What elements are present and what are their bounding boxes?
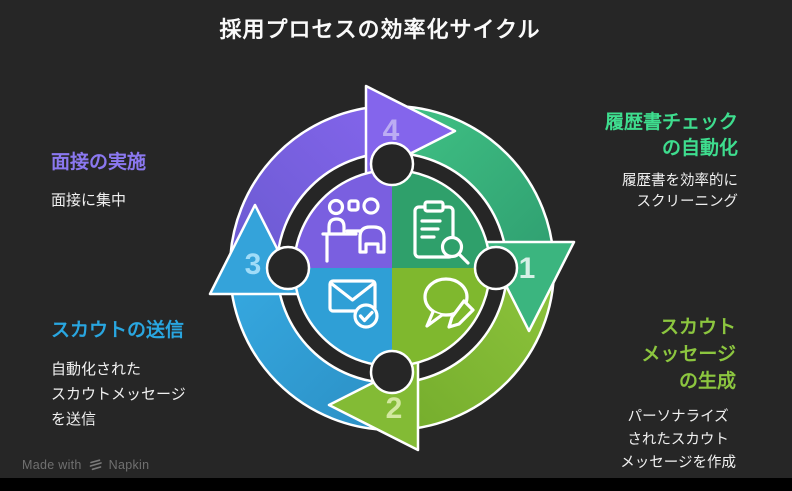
cycle-ring [228, 104, 556, 432]
step-desc-resume-check: 履歴書を効率的に スクリーニング [622, 173, 738, 210]
step-number-3: 3 [245, 248, 262, 281]
step-label-message-gen: スカウト メッセージ の生成 パーソナライズ されたスカウト メッセージを作成 [620, 314, 736, 475]
brand-text: Napkin [108, 457, 150, 472]
step-title-resume-check: 履歴書チェック の自動化 [604, 112, 738, 159]
step-number-2: 2 [386, 392, 403, 425]
chat-pencil-icon [423, 277, 475, 329]
quadrant-scout-send [294, 268, 392, 366]
bottom-bar [0, 478, 792, 491]
cycle-step-numbers: 4 1 2 3 [245, 114, 536, 425]
step-title-message-gen: スカウト メッセージ の生成 [641, 317, 736, 392]
step-number-4: 4 [383, 114, 400, 147]
step-label-resume-check: 履歴書チェック の自動化 履歴書を効率的に スクリーニング [605, 110, 738, 213]
cycle-disc [292, 168, 492, 368]
notch-left [265, 245, 311, 291]
made-with-text: Made with [22, 457, 82, 472]
interview-icon [321, 197, 386, 263]
step-desc-message-gen: パーソナライズ されたスカウト メッセージを作成 [620, 409, 736, 471]
made-with-napkin: Made with Napkin [22, 457, 149, 472]
notch-right [473, 245, 519, 291]
notch-top [369, 141, 415, 187]
page-title: 採用プロセスの効率化サイクル [219, 17, 541, 42]
step-label-interview: 面接の実施 面接に集中 [51, 150, 146, 213]
step-title-interview: 面接の実施 [51, 152, 147, 173]
napkin-logo-icon [89, 459, 102, 471]
resume-search-icon [413, 200, 470, 265]
mail-check-icon [328, 279, 379, 329]
step-label-scout-send: スカウトの送信 自動化された スカウトメッセージ を送信 [51, 318, 186, 432]
step-number-1: 1 [519, 252, 536, 285]
step-desc-scout-send: 自動化された スカウトメッセージ を送信 [51, 361, 186, 428]
notch-bottom [369, 349, 415, 395]
cycle-notches [265, 141, 519, 395]
step-title-scout-send: スカウトの送信 [51, 320, 185, 341]
step-desc-interview: 面接に集中 [51, 192, 127, 209]
